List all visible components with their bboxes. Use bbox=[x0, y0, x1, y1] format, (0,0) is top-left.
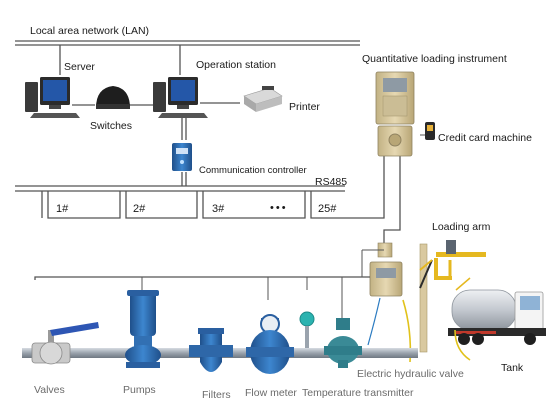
field-instrument-device bbox=[367, 242, 412, 363]
bus-slot-ellipsis: ••• bbox=[270, 202, 288, 214]
loading-instrument-device bbox=[375, 71, 415, 157]
printer-device bbox=[243, 86, 283, 112]
switches-device bbox=[96, 86, 130, 109]
flow-meter-label: Flow meter bbox=[245, 387, 297, 399]
filter-device bbox=[189, 328, 233, 372]
temperature-transmitter-label: Temperature transmitter bbox=[302, 387, 414, 399]
bus-slot-3: 3# bbox=[212, 203, 225, 215]
communication-controller-label: Communication controller bbox=[199, 165, 307, 176]
pumps-label: Pumps bbox=[123, 384, 156, 396]
operation-station-computer bbox=[153, 77, 208, 118]
switches-label: Switches bbox=[90, 120, 133, 132]
printer-label: Printer bbox=[289, 101, 320, 113]
rs485-bus bbox=[15, 152, 401, 250]
server-computer bbox=[25, 77, 80, 118]
hydraulic-valve-device bbox=[324, 318, 362, 368]
temperature-transmitter-device bbox=[299, 311, 315, 348]
bus-slot-1: 1# bbox=[56, 203, 69, 215]
tank-truck bbox=[448, 277, 546, 361]
credit-card-machine-label: Credit card machine bbox=[438, 132, 532, 144]
filters-label: Filters bbox=[202, 389, 231, 401]
flow-meter-device bbox=[246, 314, 294, 374]
communication-controller-device bbox=[172, 143, 192, 171]
rs485-label: RS485 bbox=[315, 176, 348, 188]
tank-label: Tank bbox=[501, 362, 524, 374]
credit-card-machine-device bbox=[420, 122, 435, 140]
lan-lines bbox=[15, 40, 360, 140]
operation-station-label: Operation station bbox=[196, 59, 276, 71]
valve-device bbox=[31, 322, 99, 365]
valves-label: Valves bbox=[34, 384, 65, 396]
pump-device bbox=[125, 290, 161, 368]
loading-arm-label: Loading arm bbox=[432, 221, 491, 233]
server-label: Server bbox=[64, 61, 95, 73]
lan-label: Local area network (LAN) bbox=[30, 25, 150, 37]
hydraulic-valve-label: Electric hydraulic valve bbox=[357, 368, 464, 380]
bus-slot-25: 25# bbox=[318, 203, 337, 215]
bus-slot-2: 2# bbox=[133, 203, 146, 215]
loading-arm-device bbox=[419, 240, 486, 353]
loading-instrument-label: Quantitative loading instrument bbox=[362, 53, 507, 65]
